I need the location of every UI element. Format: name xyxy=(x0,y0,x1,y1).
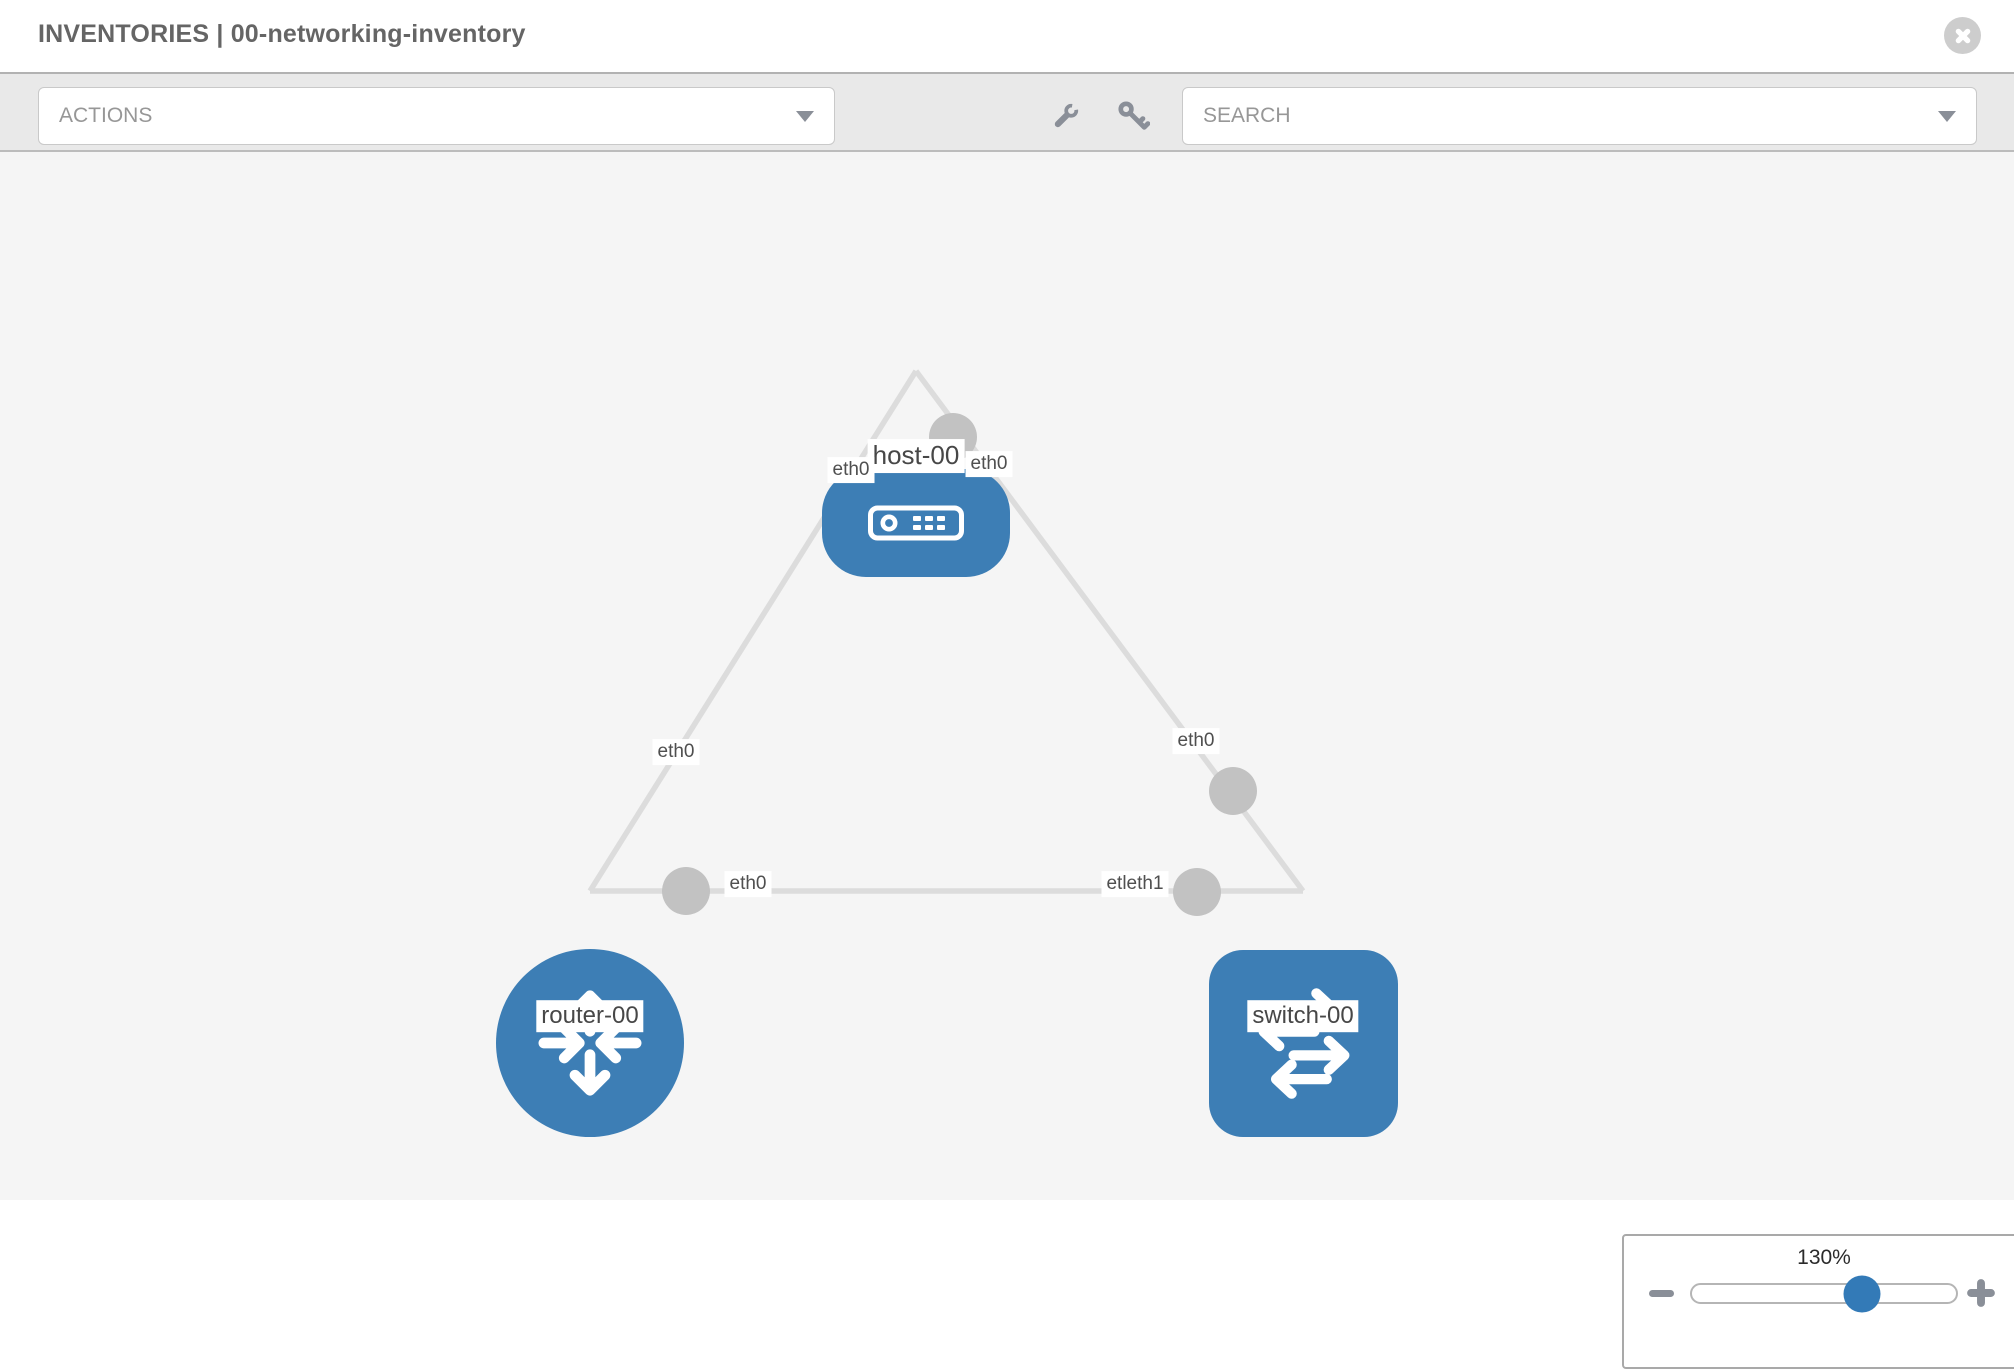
iface-label-switch-uplink: eth0 xyxy=(1172,728,1220,754)
zoom-out-button[interactable] xyxy=(1646,1278,1676,1308)
page-title: INVENTORIES | 00-networking-inventory xyxy=(38,20,526,48)
zoom-panel: 130% xyxy=(1622,1234,2014,1369)
node-router-00[interactable] xyxy=(496,949,684,1137)
close-icon xyxy=(1953,26,1973,46)
topology-canvas[interactable]: host-00 router-00 switch-00 eth0 eth0 et… xyxy=(0,152,2014,1369)
link-host-switch xyxy=(913,369,1306,893)
plus-icon xyxy=(1967,1279,1995,1307)
node-switch-00[interactable] xyxy=(1209,950,1398,1137)
zoom-slider[interactable] xyxy=(1690,1275,1958,1312)
port-router-eth xyxy=(662,867,710,915)
node-label-router-00: router-00 xyxy=(536,1000,644,1032)
iface-label-switch-lan: etleth1 xyxy=(1101,871,1169,897)
iface-label-router-lan: eth0 xyxy=(724,871,772,897)
chevron-down-icon xyxy=(796,110,814,122)
header-bar: INVENTORIES | 00-networking-inventory xyxy=(0,0,2014,72)
node-label-host-00: host-00 xyxy=(867,439,965,473)
close-button[interactable] xyxy=(1944,17,1981,54)
port-switch-eth0 xyxy=(1209,767,1257,815)
links-layer xyxy=(587,369,1306,916)
search-dropdown[interactable]: SEARCH xyxy=(1182,87,1977,145)
host-device-icon xyxy=(868,505,964,541)
configure-button[interactable] xyxy=(1048,98,1084,134)
zoom-in-button[interactable] xyxy=(1966,1278,1996,1308)
actions-dropdown-label: ACTIONS xyxy=(59,104,153,127)
port-switch-eth1 xyxy=(1173,868,1221,916)
search-placeholder: SEARCH xyxy=(1203,104,1291,127)
iface-label-router-uplink: eth0 xyxy=(652,739,700,765)
toolbar: ACTIONS SEARCH xyxy=(0,72,2014,152)
credentials-button[interactable] xyxy=(1115,98,1151,134)
minus-icon xyxy=(1648,1289,1674,1297)
zoom-level: 130% xyxy=(1797,1246,1851,1269)
node-host-00[interactable] xyxy=(822,469,1010,577)
actions-dropdown[interactable]: ACTIONS xyxy=(38,87,835,145)
iface-label-host-left: eth0 xyxy=(827,457,875,483)
key-icon xyxy=(1116,99,1150,133)
iface-label-host-right: eth0 xyxy=(965,451,1013,477)
zoom-slider-thumb[interactable] xyxy=(1843,1275,1881,1312)
wrench-icon xyxy=(1049,99,1083,133)
node-label-switch-00: switch-00 xyxy=(1247,1000,1359,1032)
chevron-down-icon xyxy=(1938,110,1956,122)
